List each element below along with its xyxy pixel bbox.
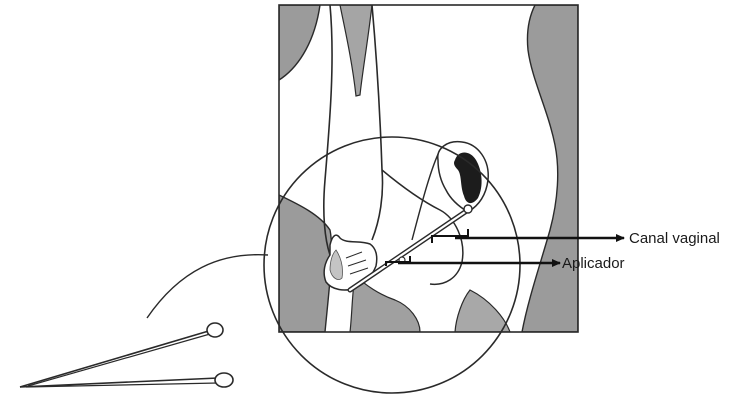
detached-applicator — [20, 323, 233, 387]
applicator-tip — [464, 205, 472, 213]
label-aplicador: Aplicador — [562, 256, 625, 271]
applicator-knob-lower — [215, 373, 233, 387]
applicator-rod-upper-2 — [28, 334, 210, 386]
applicator-rod-upper — [20, 330, 212, 387]
connector-curve — [147, 255, 268, 318]
applicator-knob-upper — [207, 323, 223, 337]
body-frame — [279, 5, 578, 332]
label-canal-vaginal: Canal vaginal — [629, 231, 720, 246]
